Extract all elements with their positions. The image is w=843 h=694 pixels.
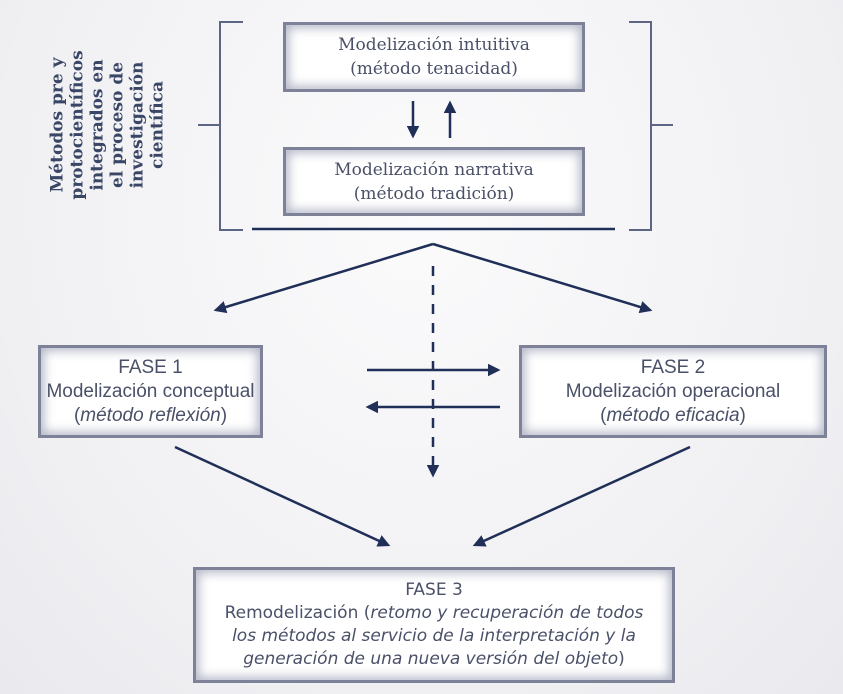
side-label-line: el proceso de [108, 61, 129, 189]
right-bracket [629, 21, 673, 231]
paren-close: ) [220, 404, 228, 426]
phase-desc: retomo y recuperación de todos [370, 603, 644, 623]
left-bracket [198, 21, 243, 231]
arrow-to-fase2 [432, 242, 653, 314]
arrow-to-fase1 [213, 242, 434, 314]
phase-title: Modelización operacional [565, 380, 781, 402]
side-label-line: protocientíficos [68, 50, 89, 200]
phase-label: FASE 3 [405, 580, 463, 600]
box-fase2: FASE 2 Modelización operacional (método … [519, 345, 827, 438]
paren-open: ( [73, 404, 81, 426]
side-label: Métodos pre y protocientíficos integrado… [38, 30, 178, 220]
phase-title: Remodelización ( [224, 603, 371, 623]
method-name: método reflexión [80, 404, 221, 426]
side-label-line: investigación [128, 61, 149, 189]
paren-open: ( [600, 404, 607, 426]
phase-title-line: Remodelización (retomo y recuperación de… [225, 602, 644, 625]
side-label-text: Métodos pre y protocientíficos integrado… [48, 50, 168, 199]
box-fase3: FASE 3 Remodelización (retomo y recupera… [193, 567, 675, 683]
phase-method: (método reflexión) [74, 404, 227, 428]
side-label-line: científica [148, 80, 169, 170]
box-narrative-modeling: Modelización narrativa (método tradición… [283, 147, 585, 216]
phase-method: (método eficacia) [600, 404, 746, 428]
box-fase1: FASE 1 Modelización conceptual (método r… [38, 345, 263, 438]
phase-label: FASE 2 [640, 356, 706, 378]
paren-close: ) [618, 649, 625, 669]
arrow-fase2-to-fase3 [472, 445, 691, 547]
side-label-line: Métodos pre y [48, 57, 69, 193]
arrow-fase1-to-fase3 [174, 445, 391, 547]
phase-desc-line: generación de una nueva versión del obje… [243, 648, 625, 671]
box-title: Modelización narrativa [334, 159, 534, 180]
phase-desc: generación de una nueva versión del obje… [243, 649, 619, 669]
phase-desc: los métodos al servicio de la interpreta… [232, 626, 636, 646]
box-method: (método tenacidad) [350, 59, 518, 79]
side-label-line: integrados en [88, 59, 109, 191]
box-title: Modelización intuitiva [338, 35, 530, 55]
paren-close: ) [739, 404, 746, 426]
phase-title: Modelización conceptual [46, 380, 255, 402]
box-method: (método tradición) [353, 183, 515, 204]
phase-label: FASE 1 [118, 356, 183, 378]
box-intuitive-modeling: Modelización intuitiva (método tenacidad… [283, 22, 585, 92]
method-name: método eficacia [606, 404, 740, 426]
